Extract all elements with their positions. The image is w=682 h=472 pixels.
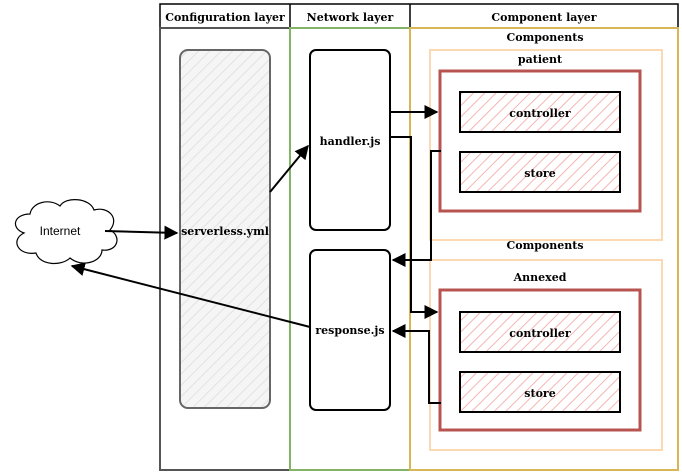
annexed-store-label: store — [524, 387, 555, 400]
arrow-handler-to-annexed — [390, 136, 439, 319]
internet-cloud — [14, 199, 118, 264]
arrow-serverless-to-handler — [269, 144, 309, 193]
layers-header — [159, 3, 679, 29]
group-1-module-title: patient — [518, 53, 563, 66]
group-1-box — [429, 49, 663, 241]
patient-controller-label: controller — [509, 107, 571, 120]
patient-store — [459, 151, 621, 193]
handler-label: handler.js — [320, 135, 381, 148]
arrow-internet-to-serverless — [104, 225, 179, 240]
arrow-response-to-internet — [70, 262, 311, 328]
group-2-module-title: Annexed — [513, 271, 567, 284]
arrow-patient-to-response — [391, 150, 441, 267]
annexed-controller — [459, 311, 621, 353]
group-2-title: Components — [506, 239, 583, 252]
patient-controller — [459, 91, 621, 133]
arrow-annexed-to-response — [391, 324, 441, 404]
response-label: response.js — [315, 324, 384, 337]
group-1-title: Components — [506, 31, 583, 44]
serverless-label: serverless.yml — [181, 225, 269, 238]
config-layer-title: Configuration layer — [165, 11, 285, 24]
annexed-controller-label: controller — [509, 327, 571, 340]
serverless-node — [179, 49, 271, 409]
annexed-store — [459, 371, 621, 413]
component-layer-title: Component layer — [491, 11, 596, 24]
response-node — [309, 249, 391, 411]
patient-store-label: store — [524, 167, 555, 180]
handler-node — [309, 49, 391, 231]
network-layer-title: Network layer — [307, 11, 394, 24]
internet-label: Internet — [40, 224, 81, 238]
